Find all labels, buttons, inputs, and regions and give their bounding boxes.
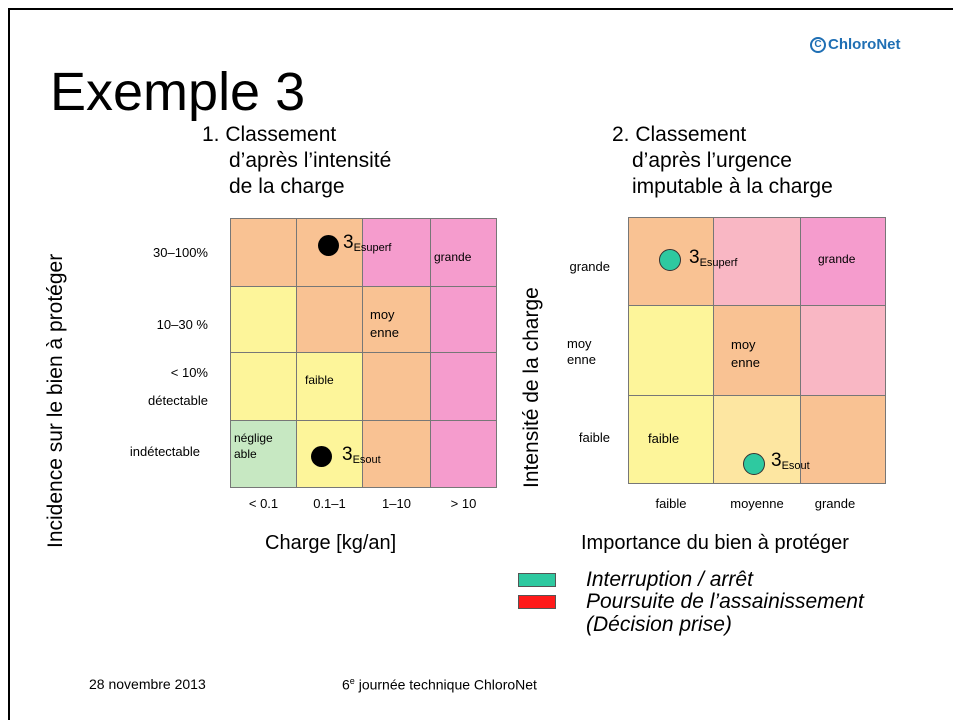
left-cell-text-moyenne-2: enne xyxy=(370,325,399,340)
right-cell xyxy=(800,395,886,484)
left-cell-text-faible: faible xyxy=(305,373,334,387)
right-cell xyxy=(628,395,714,484)
right-col-label: moyenne xyxy=(730,496,784,511)
chloronet-logo: C ChloroNet xyxy=(810,36,901,53)
legend-text-decision: (Décision prise) xyxy=(586,613,732,636)
right-marker-esuperf-dot xyxy=(659,249,681,271)
legend-text: Poursuite de l’assainissement xyxy=(586,590,864,613)
left-chart-subtitle-1: 1. Classement xyxy=(202,123,337,146)
right-chart-subtitle-2: d’après l’urgence xyxy=(632,149,792,172)
left-row-label: < 10% xyxy=(170,365,208,380)
left-row-label: 30–100% xyxy=(153,245,208,260)
right-cell xyxy=(713,217,801,306)
legend-text: Interruption / arrêt xyxy=(586,568,753,591)
footer-event: 6e journée technique ChloroNet xyxy=(342,676,537,693)
right-marker-esout-dot xyxy=(743,453,765,475)
left-col-label: > 10 xyxy=(450,496,477,511)
right-y-axis-label: Intensité de la charge xyxy=(520,287,543,488)
left-cell-text-negligeable-1: néglige xyxy=(234,431,273,445)
right-marker-esuperf-label: 3Esuperf xyxy=(689,247,738,269)
left-cell xyxy=(362,218,431,287)
right-cell-text-faible: faible xyxy=(648,431,680,446)
logo-mark-icon: C xyxy=(810,36,826,53)
right-marker-esout-label: 3Esout xyxy=(771,450,810,472)
left-row-label: détectable xyxy=(148,393,208,408)
left-cell xyxy=(362,420,431,488)
slide-title: Exemple 3 xyxy=(50,62,306,122)
left-cell xyxy=(430,218,497,287)
right-cell xyxy=(713,305,801,396)
left-cell-text-moyenne-1: moy xyxy=(370,307,395,322)
left-chart-subtitle-2: d’après l’intensité xyxy=(229,149,392,172)
left-cell xyxy=(430,286,497,353)
left-cell xyxy=(230,286,297,353)
left-cell xyxy=(430,420,497,488)
left-chart-subtitle-3: de la charge xyxy=(229,175,345,198)
slide-frame xyxy=(8,8,953,720)
left-marker-esuperf-label: 3Esuperf xyxy=(343,232,392,254)
left-cell xyxy=(230,352,297,421)
left-col-label: 1–10 xyxy=(382,496,411,511)
right-row-label: faible xyxy=(578,430,610,445)
logo-text: ChloroNet xyxy=(828,36,901,53)
left-marker-esuperf-dot xyxy=(318,235,339,256)
left-row-label: indétectable xyxy=(129,444,200,459)
right-chart-subtitle-3: imputable à la charge xyxy=(632,175,833,198)
right-row-label-2: enne xyxy=(567,352,596,367)
left-row-label: 10–30 % xyxy=(156,317,208,332)
left-cell xyxy=(230,218,297,287)
right-cell xyxy=(800,305,886,396)
left-cell xyxy=(430,352,497,421)
left-marker-esout-label: 3Esout xyxy=(342,444,381,466)
left-cell-text-grande: grande xyxy=(434,250,472,264)
right-row-label-1: moy xyxy=(567,336,592,351)
right-col-label: grande xyxy=(814,496,856,511)
left-y-axis-label: Incidence sur le bien à protéger xyxy=(44,253,67,548)
legend-swatch-red xyxy=(518,595,556,609)
right-col-label: faible xyxy=(655,496,687,511)
left-col-label: 0.1–1 xyxy=(313,496,346,511)
right-cell-text-grande: grande xyxy=(818,252,856,266)
left-cell xyxy=(362,352,431,421)
left-cell xyxy=(296,286,363,353)
legend-item-interruption: Interruption / arrêt xyxy=(518,569,753,591)
right-row-label: grande xyxy=(569,259,610,274)
right-x-axis-label: Importance du bien à protéger xyxy=(581,532,849,554)
right-cell-text-moyenne-1: moy xyxy=(731,337,756,352)
footer-date: 28 novembre 2013 xyxy=(89,676,206,692)
right-chart-subtitle-1: 2. Classement xyxy=(612,123,747,146)
legend-swatch-teal xyxy=(518,573,556,587)
legend-item-poursuite: Poursuite de l’assainissement xyxy=(518,591,864,613)
left-col-label: < 0.1 xyxy=(248,496,279,511)
left-x-axis-label: Charge [kg/an] xyxy=(265,532,397,554)
right-cell-text-moyenne-2: enne xyxy=(731,355,760,370)
left-cell-text-negligeable-2: able xyxy=(234,447,257,461)
right-cell xyxy=(628,305,714,396)
left-cell-negligeable xyxy=(230,420,297,488)
right-cell xyxy=(800,217,886,306)
left-marker-esout-dot xyxy=(311,446,332,467)
